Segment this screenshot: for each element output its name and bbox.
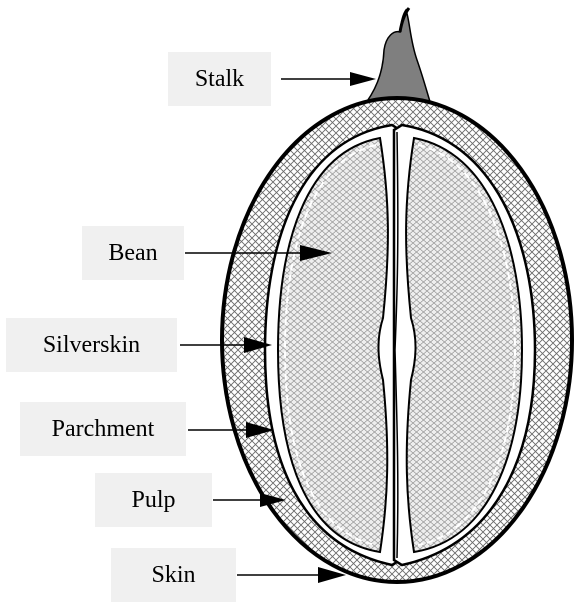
label-bean: Bean xyxy=(82,226,184,280)
label-parchment: Parchment xyxy=(20,402,186,456)
label-stalk: Stalk xyxy=(168,52,271,106)
stalk-shape xyxy=(362,10,432,108)
label-silverskin: Silverskin xyxy=(6,318,177,372)
label-skin: Skin xyxy=(111,548,236,602)
label-pulp: Pulp xyxy=(95,473,212,527)
